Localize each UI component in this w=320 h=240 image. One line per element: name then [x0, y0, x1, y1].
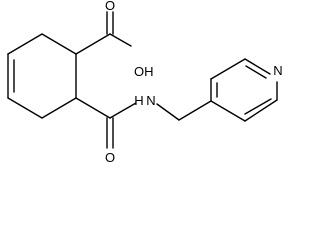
atom-label-acid-oxygen: O — [105, 0, 115, 13]
carboxylic-acid-group: O OH — [75, 0, 154, 79]
bond-p3-p2 — [210, 58, 246, 80]
bond-amide-c-n — [109, 102, 137, 119]
bond-ch2-to-pyridine — [178, 100, 212, 121]
amide-group: O H N — [75, 93, 180, 165]
atom-label-amide-oxygen: O — [105, 150, 115, 165]
bond-n-ch2 — [156, 103, 180, 121]
bond-c4-c5 — [7, 97, 43, 119]
bond-ring-to-acid-carbon — [75, 33, 111, 55]
chemical-structure: O OH O H N N — [7, 0, 283, 165]
atom-label-hydroxyl: OH — [134, 64, 154, 79]
bond-p2-n-inner — [245, 65, 267, 79]
atom-label-amide-nitrogen: H N — [134, 93, 155, 108]
bond-c1-c2 — [41, 33, 77, 55]
bond-p6-p5-inner — [244, 98, 272, 115]
cyclohexene-ring — [7, 33, 77, 119]
atom-label-pyridine-nitrogen: N — [273, 63, 282, 78]
pyridine-ring: N — [178, 58, 283, 122]
bond-c6-c1 — [7, 33, 43, 55]
bond-p2-n — [244, 58, 271, 75]
bond-p5-p4 — [210, 100, 246, 122]
bond-ring-to-amide-carbon — [75, 97, 111, 119]
bond-p6-p5 — [244, 99, 278, 122]
bond-c3-c4 — [41, 97, 77, 119]
bond-acid-hydroxyl — [109, 33, 132, 47]
